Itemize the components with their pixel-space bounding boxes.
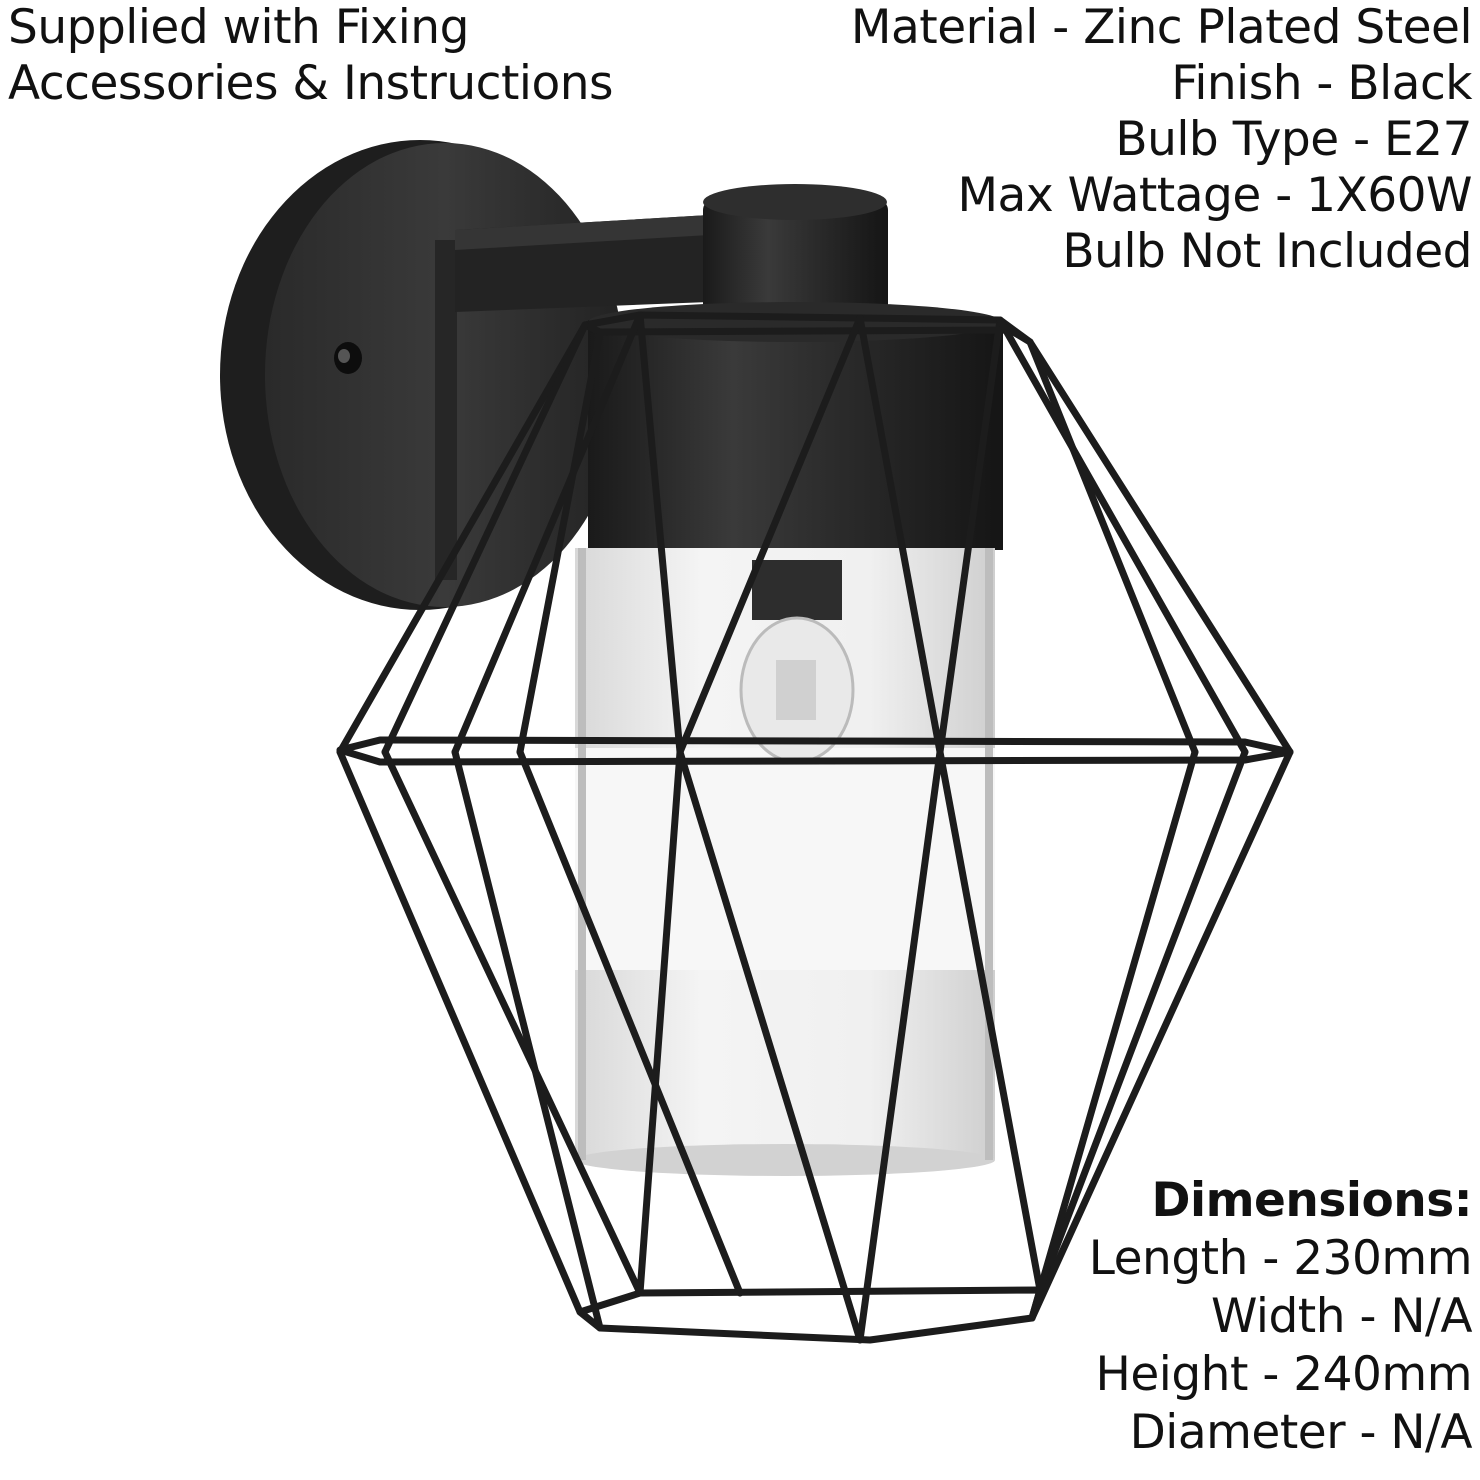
dimension-width: Width - N/A <box>1210 1289 1473 1344</box>
fixing-note-line-2: Accessories & Instructions <box>8 56 614 111</box>
lamp-housing <box>588 302 1003 550</box>
wire-cage <box>336 311 1294 1344</box>
bracket-arm <box>455 212 760 312</box>
spec-bulb-type: Bulb Type - E27 <box>1115 112 1472 167</box>
spec-max-wattage: Max Wattage - 1X60W <box>957 168 1473 223</box>
dimensions: Dimensions: Length - 230mm Width - N/A H… <box>1088 1172 1473 1462</box>
bulb <box>739 560 855 764</box>
spec-finish: Finish - Black <box>1171 56 1472 111</box>
fixing-note-line-1: Supplied with Fixing <box>8 0 469 55</box>
specifications: Material - Zinc Plated Steel Finish - Bl… <box>850 0 1473 280</box>
dimension-diameter: Diameter - N/A <box>1129 1405 1473 1460</box>
fixing-note: Supplied with Fixing Accessories & Instr… <box>8 0 614 112</box>
dimensions-heading: Dimensions: <box>1151 1173 1472 1228</box>
dimension-height: Height - 240mm <box>1095 1347 1473 1402</box>
top-cap <box>703 184 888 330</box>
spec-material: Material - Zinc Plated Steel <box>850 0 1473 55</box>
spec-bulb-note: Bulb Not Included <box>1062 224 1472 279</box>
dimension-length: Length - 230mm <box>1088 1231 1473 1286</box>
